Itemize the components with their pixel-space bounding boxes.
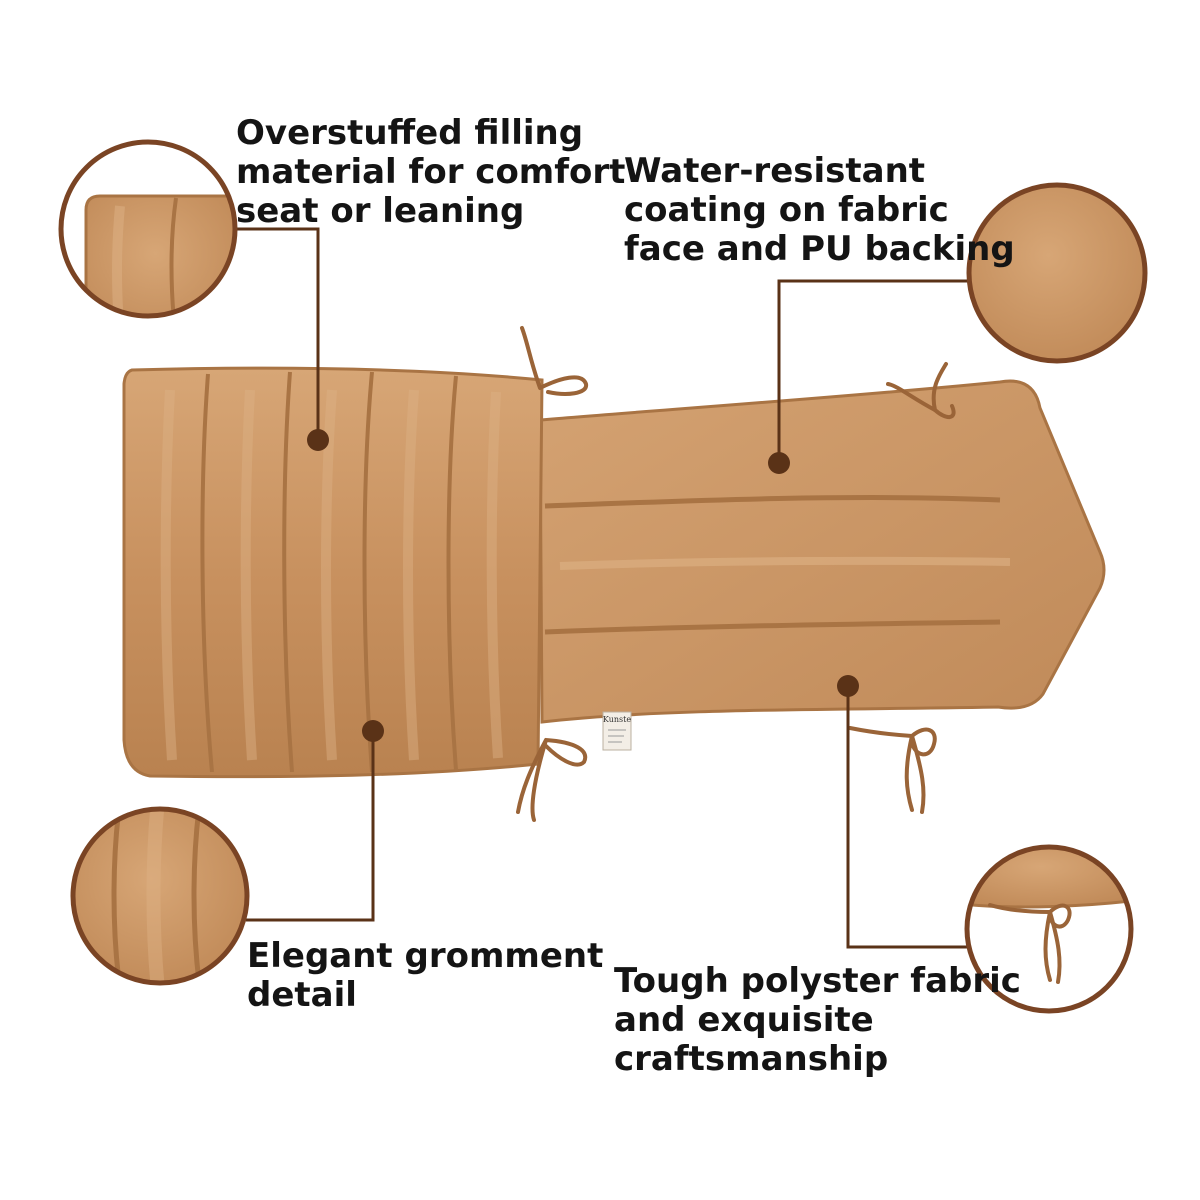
seat-highlight (486, 391, 503, 759)
badge-ring (58, 139, 238, 319)
leader-dot-filling (307, 429, 329, 451)
seat-seam (282, 371, 294, 773)
detail-badge-gromment (70, 806, 250, 986)
seat-channel-highlights (160, 389, 503, 761)
callout-line: Elegant gromment (247, 936, 604, 976)
cushion-seat-section (122, 366, 544, 779)
tie-top-right (886, 362, 956, 419)
callout-line: craftsmanship (614, 1039, 889, 1079)
label-tag-brand: Kunste (603, 715, 631, 724)
seat-seam (446, 375, 458, 771)
detail-badge-filling (58, 139, 238, 319)
callout-coating: Water-resistant coating on fabric face a… (624, 152, 1015, 269)
seat-highlight (321, 389, 337, 761)
leader-dot-coating (768, 452, 790, 474)
back-channel-seam-top (544, 495, 1001, 509)
chair-cushion: Kunste (122, 326, 1106, 822)
leader-line-coating (777, 279, 968, 463)
badge-tie (988, 903, 1072, 984)
callout-line: seat or leaning (236, 191, 525, 231)
leader-dot-gromment (362, 720, 384, 742)
badge-highlight (112, 205, 125, 316)
callout-line: and exquisite (614, 1000, 874, 1040)
badge-highlight (146, 809, 165, 983)
callout-line: detail (247, 975, 357, 1015)
badge-ring (966, 182, 1148, 364)
detail-badge-coating (966, 182, 1148, 364)
seat-seam (362, 371, 374, 773)
back-channel-seam-bottom (544, 619, 1001, 635)
seat-highlight (403, 389, 419, 761)
leader-dots (307, 429, 859, 742)
callout-fabric: Tough polyster fabric and exquisite craf… (614, 962, 1021, 1079)
callout-gromment: Elegant gromment detail (247, 937, 603, 1015)
leader-lines (235, 227, 968, 949)
badge-seam (169, 197, 178, 316)
label-tag-body (602, 711, 632, 751)
callout-line: material for comfort (236, 152, 626, 192)
tie-bottom-left (516, 738, 588, 822)
leader-line-fabric (846, 686, 967, 949)
seat-highlight (160, 389, 177, 761)
leader-dot-fabric (837, 675, 859, 697)
seat-seam (200, 373, 214, 773)
badge-seam (191, 809, 203, 983)
callout-line: Overstuffed filling (236, 113, 584, 153)
callout-line: coating on fabric (624, 190, 949, 230)
tie-bottom-right (848, 726, 937, 814)
seat-highlight (240, 389, 257, 761)
badge-cushion-corner (84, 194, 235, 316)
callout-line: face and PU backing (624, 229, 1015, 269)
leader-line-gromment (246, 731, 375, 922)
tie-top-left (520, 326, 588, 396)
callout-line: Water-resistant (624, 151, 926, 191)
brand-label-tag: Kunste (602, 711, 632, 751)
leader-line-filling (235, 227, 320, 440)
cushion-ties (516, 326, 956, 822)
badge-ring (70, 806, 250, 986)
seat-channel-seams (200, 371, 458, 773)
callout-line: Tough polyster fabric (614, 961, 1021, 1001)
cushion-back-section (538, 379, 1106, 724)
badge-ring (964, 844, 1134, 1014)
callout-filling: Overstuffed filling material for comfort… (236, 114, 625, 231)
back-channel-highlight (559, 556, 1011, 570)
